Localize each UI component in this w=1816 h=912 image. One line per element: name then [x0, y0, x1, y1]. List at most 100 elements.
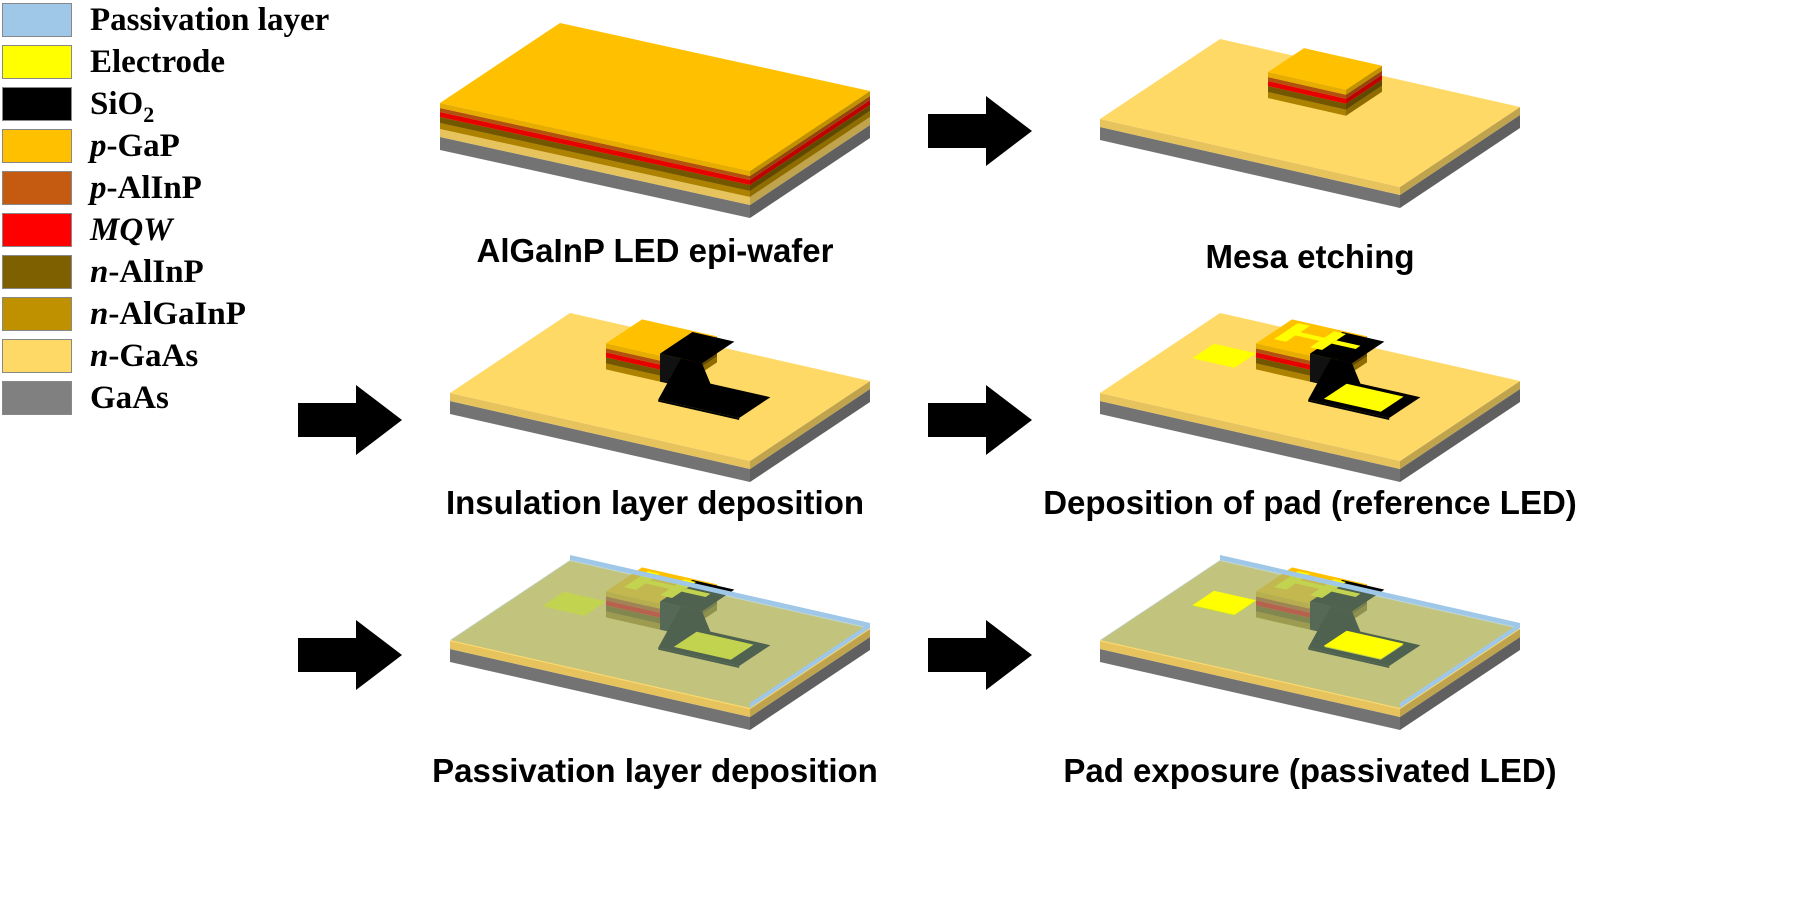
arrow-icon: [928, 385, 1032, 455]
pad-electrode-p-pad: [1323, 383, 1404, 412]
epi-stack-side-layer: [750, 100, 870, 185]
pass-layer-edge-back: [570, 555, 870, 628]
insul-sio2-bottom: [658, 358, 771, 418]
legend-label-prefix: p: [90, 170, 107, 206]
legend-item-n-gaas: n-GaAs: [0, 337, 420, 375]
legend-label: GaAs: [90, 379, 169, 417]
epi-substrate-side-layer: [750, 125, 870, 218]
step-caption-exposure: Pad exposure (passivated LED): [1063, 752, 1557, 789]
epi-substrate-front-layer: [440, 129, 750, 205]
mesa-block-side-layer: [1346, 70, 1382, 99]
mesa-substrate-side-layer: [1400, 115, 1520, 208]
legend-label: MQW: [90, 211, 173, 249]
epi-stack-side-layer: [750, 91, 870, 176]
legend-label: Passivation layer: [90, 1, 329, 39]
pad-electrode-bridge: [1331, 340, 1361, 349]
epi-stack-side-layer: [750, 111, 870, 197]
mesa-block-front-layer: [1268, 86, 1346, 110]
legend-swatch: [2, 129, 72, 163]
mesa-block-front-layer: [1268, 77, 1346, 99]
expo-layer-edge-right: [1400, 623, 1520, 708]
legend-swatch: [2, 171, 72, 205]
insul-substrate-side-layer: [750, 381, 870, 469]
mesa-block-front-layer: [1268, 72, 1346, 95]
mesa-block-top: [1268, 48, 1382, 90]
legend-item-passivation: Passivation layer: [0, 1, 420, 39]
panel-pad-exposure: [1100, 555, 1520, 730]
mesa-block-side-layer: [1346, 79, 1382, 110]
legend-label-prefix: p: [90, 128, 107, 164]
epi-stack-front-layer: [440, 117, 750, 191]
step-caption-passivation: Passivation layer deposition: [432, 752, 878, 789]
epi-stack-top: [440, 23, 870, 171]
epi-stack-front-layer: [440, 103, 750, 176]
mesa-block-side-layer: [1346, 85, 1382, 116]
panel-passivation-deposition: [450, 555, 870, 730]
pad-electrode-h-electrode: [1274, 323, 1346, 350]
legend-item-n-alinp: n-AlInP: [0, 253, 420, 291]
legend-label: Electrode: [90, 43, 225, 81]
legend-label: n-GaAs: [90, 337, 198, 375]
pad-substrate-side-layer: [1400, 381, 1520, 469]
legend-label-text: -GaAs: [108, 338, 199, 374]
mesa-block-front-layer: [1268, 81, 1346, 104]
legend-label: p-GaP: [90, 127, 180, 165]
mesa-substrate-side-layer: [1400, 107, 1520, 195]
pad-substrate-side-layer: [1400, 389, 1520, 482]
expo-exposed-n-pad: [1192, 590, 1256, 615]
legend-swatch: [2, 3, 72, 37]
insul-substrate-front-layer: [450, 393, 750, 469]
legend-label-text: -AlGaInP: [108, 296, 246, 332]
expo-layer-edge-back: [1220, 555, 1520, 628]
legend-item-p-alinp: p-AlInP: [0, 169, 420, 207]
legend-label: n-AlInP: [90, 253, 204, 291]
pass-substrate-side-layer: [750, 629, 870, 717]
legend-swatch: [2, 213, 72, 247]
epi-stack-front-layer: [440, 112, 750, 185]
mesa-substrate-front-layer: [1100, 119, 1400, 195]
legend-swatch: [2, 87, 72, 121]
panel-insulation-deposition: [450, 313, 870, 482]
mesa-block-front-layer: [1268, 92, 1346, 116]
legend-item-sio2: SiO2: [0, 85, 420, 127]
legend-label-prefix: n: [90, 254, 109, 290]
legend-swatch: [2, 381, 72, 415]
arrow-icon: [928, 620, 1032, 690]
step-caption-epi: AlGaInP LED epi-wafer: [476, 232, 834, 269]
legend-label-text: GaAs: [90, 380, 169, 416]
insul-substrate-side-layer: [750, 389, 870, 482]
step-caption-pad: Deposition of pad (reference LED): [1043, 484, 1577, 521]
insul-sio2-top-on-mesa: [660, 332, 735, 364]
step-caption-mesa: Mesa etching: [1205, 238, 1415, 275]
expo-substrate-side-layer: [1400, 637, 1520, 730]
pass-substrate-side-layer: [750, 637, 870, 730]
mesa-block-side-layer: [1346, 74, 1382, 104]
panel-mesa-etching: [1100, 39, 1520, 208]
insul-sio2-front: [658, 399, 740, 420]
legend-label-text: SiO: [90, 86, 144, 122]
legend-label-prefix: n: [90, 296, 109, 332]
legend-label-subscript: 2: [143, 102, 155, 127]
legend-label-text: -AlInP: [106, 170, 202, 206]
legend-label: p-AlInP: [90, 169, 202, 207]
epi-stack-side-layer: [750, 96, 870, 180]
pad-substrate-front-layer: [1100, 401, 1400, 482]
insul-substrate-top: [450, 313, 870, 461]
legend-swatch: [2, 297, 72, 331]
legend-item-n-algainp: n-AlGaInP: [0, 295, 420, 333]
legend-item-p-gap: p-GaP: [0, 127, 420, 165]
epi-substrate-front-layer: [440, 137, 750, 218]
panel-epi-wafer: [440, 23, 870, 218]
pad-sio2-top-on-mesa: [1310, 332, 1385, 364]
legend-item-electrode: Electrode: [0, 43, 420, 81]
legend-item-mqw: MQW: [0, 211, 420, 249]
legend-label-text: MQW: [90, 212, 173, 248]
pad-sio2-front: [1308, 399, 1390, 420]
legend-swatch: [2, 339, 72, 373]
expo-exposed-p-pad: [1323, 630, 1404, 659]
epi-stack-side-layer: [750, 105, 870, 191]
legend-label-prefix: n: [90, 338, 109, 374]
pass-layer-cover: [450, 560, 870, 708]
epi-stack-front-layer: [440, 123, 750, 197]
